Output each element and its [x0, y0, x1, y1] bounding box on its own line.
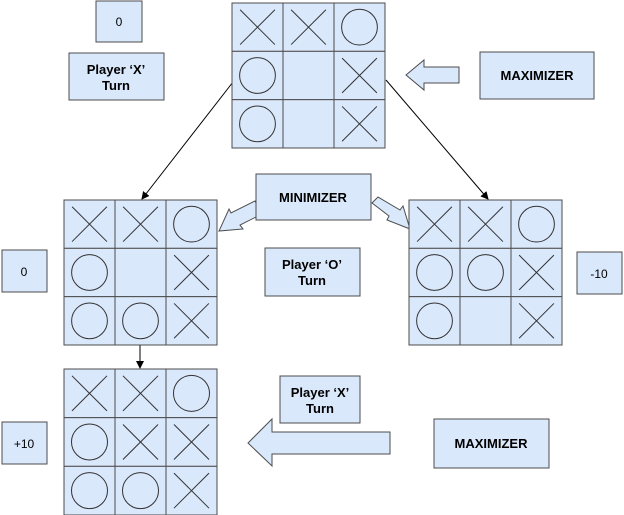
- x-mark: [341, 57, 378, 94]
- x-mark: [467, 206, 504, 242]
- block-arrow-to-bottom-board: [247, 417, 391, 468]
- x-mark: [71, 375, 108, 412]
- top-turn-box: [68, 52, 165, 101]
- o-mark: [467, 254, 504, 291]
- x-mark: [341, 106, 378, 142]
- top-maximizer-label: MAXIMIZER: [501, 68, 575, 83]
- left-score: 0: [21, 265, 28, 279]
- minimizer-left-board: [63, 199, 218, 346]
- o-mark: [416, 302, 453, 340]
- x-mark: [239, 9, 276, 45]
- bottom-turn-line1: Player ‘X’: [291, 385, 350, 400]
- minimizer-box: [255, 173, 372, 221]
- x-mark: [173, 303, 210, 339]
- board-cell: [408, 247, 461, 298]
- board-cell: [114, 465, 167, 515]
- x-mark: [122, 375, 159, 412]
- bottom-turn-box: [279, 375, 361, 424]
- x-mark: [122, 206, 159, 242]
- minimizer-label: MINIMIZER: [279, 190, 347, 205]
- o-mark: [239, 105, 276, 143]
- x-mark: [173, 472, 210, 509]
- board-cell: [63, 465, 116, 515]
- top-turn-line1: Player ‘X’: [87, 62, 146, 77]
- board-cell: [114, 368, 167, 419]
- minimizer-right-board: [408, 199, 563, 346]
- board-cell: [114, 296, 167, 346]
- x-mark: [173, 424, 210, 460]
- o-mark: [121, 472, 160, 510]
- board-cell: [114, 247, 167, 298]
- o-mark: [71, 254, 108, 291]
- o-mark: [173, 205, 210, 243]
- x-mark: [71, 206, 108, 242]
- bottom-score: +10: [14, 437, 35, 451]
- board-cell: [231, 50, 284, 101]
- board-cell: [459, 296, 512, 346]
- o-mark: [416, 254, 453, 291]
- top-score: 0: [116, 15, 123, 29]
- left-score-box: [1, 249, 48, 293]
- top-turn-line2: Turn: [102, 78, 130, 93]
- bottom-maximizer-box: [433, 418, 550, 469]
- board-cell: [63, 296, 116, 346]
- x-mark: [518, 303, 555, 339]
- right-score: -10: [590, 267, 608, 281]
- x-mark: [416, 206, 453, 242]
- bottom-turn-line2: Turn: [306, 401, 334, 416]
- right-score-box: [576, 251, 623, 295]
- board-cell: [165, 368, 218, 419]
- board-cell: [165, 199, 218, 249]
- bottom-maximizer-label: MAXIMIZER: [455, 436, 529, 451]
- x-mark: [290, 9, 327, 45]
- middle-turn-line1: Player ‘O’: [282, 257, 342, 272]
- o-mark: [172, 374, 211, 412]
- o-mark: [122, 302, 159, 340]
- edge-root-to-left: [141, 81, 234, 200]
- o-mark: [239, 57, 276, 94]
- board-cell: [282, 50, 335, 101]
- top-maximizer-box: [479, 51, 595, 100]
- block-arrow-to-root: [405, 58, 460, 92]
- board-cell: [63, 417, 116, 467]
- o-mark: [71, 302, 108, 340]
- middle-turn-line2: Turn: [298, 273, 326, 288]
- root-board: [231, 2, 386, 149]
- bottom-score-box: [1, 421, 48, 465]
- o-mark: [70, 423, 109, 461]
- block-arrow-to-right-board: [371, 196, 411, 230]
- x-mark: [122, 424, 159, 460]
- x-mark: [518, 254, 555, 291]
- edge-root-to-right: [385, 79, 489, 200]
- o-mark: [341, 8, 378, 46]
- o-mark: [70, 472, 109, 510]
- board-cell: [333, 2, 386, 52]
- maximizer-bottom-board: [63, 368, 218, 515]
- board-cell: [282, 99, 335, 149]
- middle-turn-box: [264, 247, 361, 297]
- o-mark: [518, 205, 555, 243]
- top-score-box: [95, 0, 143, 43]
- board-cell: [510, 199, 563, 249]
- x-mark: [173, 254, 210, 291]
